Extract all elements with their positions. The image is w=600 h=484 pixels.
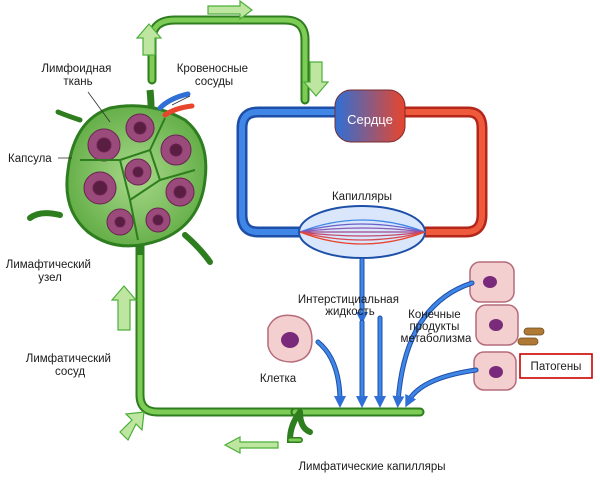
- lymphoid-follicles: [83, 113, 195, 236]
- lymph-flow-arrows: [110, 0, 330, 454]
- tissue-cell-left: [267, 314, 313, 363]
- heart-label: Сердце: [347, 112, 393, 127]
- cell-label: Клетка: [260, 373, 297, 385]
- trabeculae: [80, 117, 196, 241]
- interstitial-fluid-label: Интерстициальная жидкость: [298, 294, 402, 318]
- lymph-capillary-tubes: [286, 407, 425, 443]
- lymph-capillaries-label: Лимфатические капилляры: [299, 461, 446, 473]
- capsule-label: Капсула: [8, 153, 52, 165]
- leader-lines: [58, 91, 191, 159]
- arrow-right-top: [207, 0, 253, 21]
- tissue-cells-right: [469, 261, 519, 391]
- lymph-node: [27, 89, 213, 265]
- lymph-vessel-label: Лимфатический сосуд: [26, 353, 114, 378]
- pathogens-callout: Патогены: [519, 353, 593, 379]
- arrow-diag-bottom-left: [119, 411, 145, 442]
- blood-circulation-loop: [236, 106, 488, 238]
- pathogens-label: Патогены: [531, 361, 582, 373]
- labels: Лимфоидная ткань Кровеносные сосуды Капс…: [6, 63, 593, 473]
- arrow-left-bottom: [223, 436, 279, 454]
- blood-vessels-label: Кровеносные сосуды: [177, 63, 252, 88]
- arrow-down-right: [302, 61, 330, 97]
- capillaries-label: Капилляры: [332, 191, 392, 203]
- pathogen-bacteria: [517, 327, 545, 346]
- metabolic-products-label: Конечные продукты метаболизма: [401, 309, 472, 345]
- capillary-bed: [298, 205, 426, 259]
- heart: Сердце: [334, 89, 406, 143]
- lymph-node-label: Лимафтический узел: [6, 259, 94, 284]
- lymphoid-tissue-label: Лимфоидная ткань: [41, 63, 114, 88]
- arrow-up-top-left: [135, 23, 163, 56]
- fluid-flow-arrows: [315, 257, 479, 408]
- arrow-up-vessel: [110, 285, 138, 331]
- node-blood-vessels: [157, 91, 195, 118]
